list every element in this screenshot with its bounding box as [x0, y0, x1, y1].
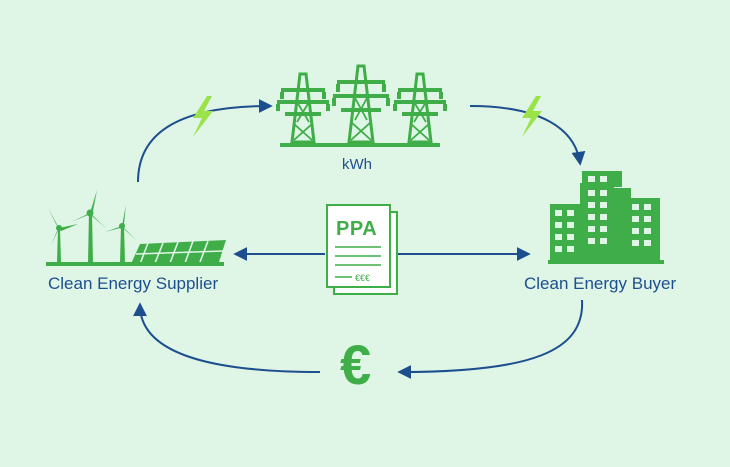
arrow-buyer-to-payment: [397, 299, 584, 379]
document-icon: [326, 204, 398, 295]
power-pylon-icon: [332, 64, 390, 144]
ppa-document-currency: €€€: [355, 273, 371, 283]
arrow-payment-to-supplier: [133, 302, 321, 373]
wind-turbine-icon: [105, 205, 136, 263]
euro-icon: €: [340, 333, 372, 396]
supplier-label: Clean Energy Supplier: [48, 274, 219, 293]
solar-panel-icon: [131, 240, 226, 265]
wind-turbine-icon: [71, 190, 107, 263]
buyer-label: Clean Energy Buyer: [524, 274, 677, 293]
building-icon: [550, 171, 660, 260]
power-pylon-icon: [393, 72, 447, 144]
lightning-bolt-icon: [522, 96, 542, 137]
pylon-ground-line: [280, 143, 440, 147]
arrow-grid-to-buyer: [469, 105, 586, 166]
buyer-ground-line: [548, 260, 664, 264]
wind-turbine-icon: [48, 208, 78, 263]
grid-label: kWh: [342, 156, 372, 173]
supplier-ground-line: [46, 262, 224, 266]
lightning-bolt-icon: [193, 96, 213, 137]
power-pylon-icon: [276, 72, 330, 144]
arrow-supplier-to-grid: [137, 99, 273, 183]
ppa-document-title: PPA: [336, 218, 378, 240]
